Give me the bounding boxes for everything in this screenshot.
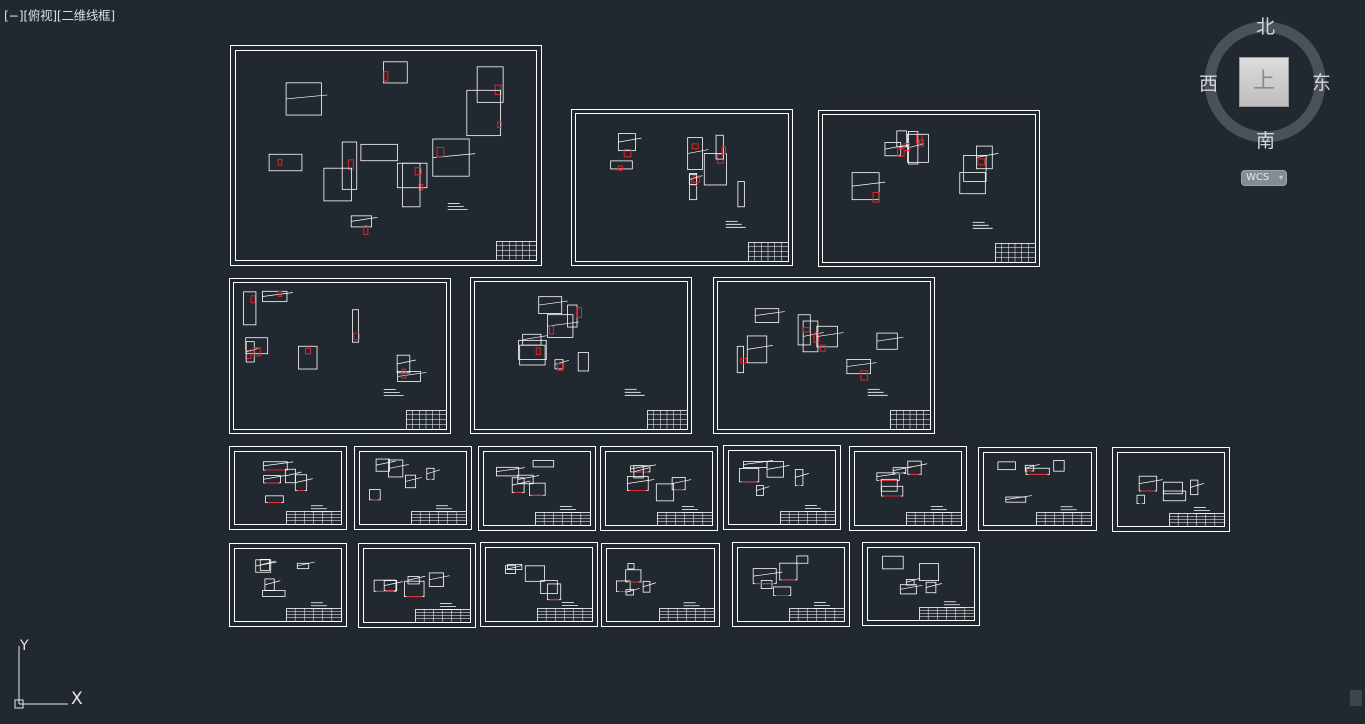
drawing-sheet[interactable]	[229, 278, 451, 434]
title-block	[406, 410, 447, 430]
title-block	[919, 607, 975, 621]
drawing-sheet[interactable]	[1112, 447, 1230, 532]
title-block	[1036, 512, 1092, 526]
title-block	[748, 242, 789, 262]
viewcube[interactable]: 北 南 东 西 上 WCS ▾	[1195, 14, 1335, 194]
sheet-geometry	[496, 460, 580, 513]
sheet-geometry	[616, 563, 704, 610]
sheet-geometry	[627, 464, 702, 513]
drawing-sheet[interactable]	[849, 446, 967, 531]
title-block	[286, 608, 342, 622]
drawing-sheet[interactable]	[470, 277, 692, 434]
ucs-x-label: X	[71, 689, 83, 709]
sheet-geometry	[373, 572, 460, 610]
title-block	[906, 512, 962, 526]
wcs-menu-button[interactable]: WCS ▾	[1241, 170, 1287, 186]
title-block	[496, 241, 537, 261]
sheet-geometry	[255, 559, 331, 610]
sheet-geometry	[851, 130, 999, 229]
drawing-sheet[interactable]	[732, 542, 850, 627]
drawing-sheet[interactable]	[354, 446, 472, 530]
sheet-geometry	[262, 461, 331, 513]
title-block	[411, 511, 467, 525]
viewcube-compass-ring[interactable]	[1195, 14, 1335, 154]
drawing-sheet[interactable]	[601, 543, 720, 627]
ucs-y-label: Y	[19, 638, 29, 654]
title-block	[890, 410, 931, 430]
sheet-geometry	[369, 458, 456, 513]
title-block	[1169, 513, 1225, 527]
chevron-down-icon: ▾	[1278, 173, 1283, 182]
sheet-geometry	[752, 555, 834, 609]
title-block	[780, 511, 836, 525]
vertical-scrollbar[interactable]	[1348, 0, 1365, 724]
title-block	[647, 410, 688, 430]
sheet-geometry	[268, 61, 504, 235]
compass-north[interactable]: 北	[1256, 16, 1276, 38]
ucs-icon: Y X	[14, 638, 83, 709]
compass-west[interactable]: 西	[1199, 73, 1219, 95]
drawing-sheet[interactable]	[818, 110, 1040, 267]
sheet-geometry	[1136, 475, 1214, 514]
scrollbar-thumb[interactable]	[1350, 690, 1362, 706]
drawing-sheet[interactable]	[978, 447, 1097, 531]
sheet-geometry	[505, 564, 582, 609]
viewcube-top-face[interactable]: 上	[1239, 57, 1289, 107]
drawing-sheet[interactable]	[229, 446, 347, 530]
drawing-sheet[interactable]	[723, 445, 841, 530]
title-block	[415, 609, 471, 623]
wcs-label: WCS	[1246, 172, 1270, 183]
sheet-geometry	[243, 290, 427, 397]
title-block	[789, 608, 845, 622]
compass-south[interactable]: 南	[1256, 130, 1276, 152]
sheet-geometry	[736, 308, 904, 396]
sheet-geometry	[610, 133, 746, 228]
title-block	[659, 608, 715, 622]
drawing-sheet[interactable]	[229, 543, 347, 627]
drawing-sheet[interactable]	[480, 542, 598, 627]
viewport-controls-label[interactable]: [−][俯视][二维线框]	[4, 8, 115, 23]
title-block	[657, 512, 713, 526]
drawing-sheet[interactable]	[230, 45, 542, 266]
title-block	[537, 608, 593, 622]
title-block	[995, 243, 1036, 263]
drawing-sheet[interactable]	[358, 543, 476, 628]
drawing-sheet[interactable]	[571, 109, 793, 266]
drawing-sheet[interactable]	[600, 446, 718, 531]
sheet-geometry	[997, 460, 1081, 514]
drawing-sheet[interactable]	[713, 277, 935, 434]
title-block	[286, 511, 342, 525]
sheet-geometry	[518, 296, 645, 396]
drawing-sheet[interactable]	[478, 446, 596, 531]
sheet-geometry	[882, 555, 964, 609]
compass-east[interactable]: 东	[1312, 72, 1332, 94]
title-block	[535, 512, 591, 526]
sheet-geometry	[876, 460, 951, 513]
drawing-sheet[interactable]	[862, 542, 980, 626]
sheet-geometry	[739, 460, 825, 512]
